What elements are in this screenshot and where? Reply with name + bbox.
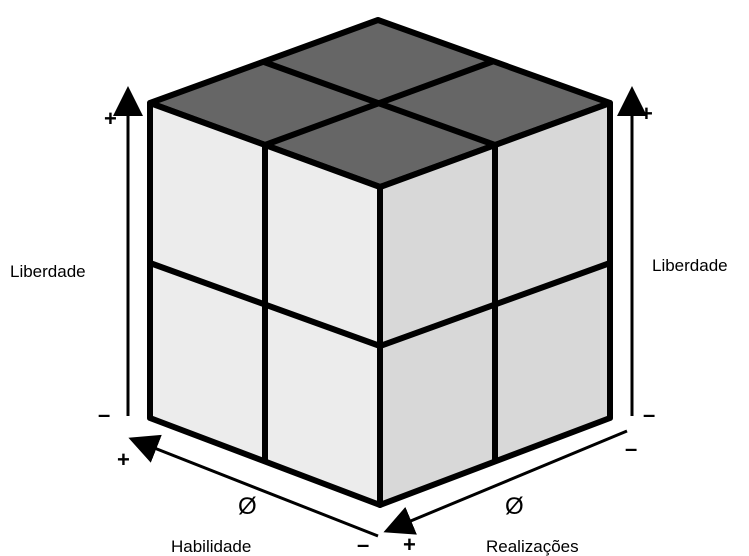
right-minus-bottom: –: [643, 402, 655, 427]
bottom-right-axis-label: Realizações: [486, 537, 579, 556]
bottom-left-empty-set: Ø: [238, 493, 257, 520]
left-minus-bottom: –: [98, 402, 110, 427]
bottom-right-minus: –: [625, 436, 637, 461]
bottom-left-minus: –: [357, 532, 369, 556]
bottom-left-plus: +: [117, 447, 130, 472]
right-plus-top: +: [640, 101, 653, 126]
cube: [150, 20, 610, 505]
left-axis-label: Liberdade: [10, 262, 86, 281]
bottom-right-empty-set: Ø: [505, 493, 524, 520]
bottom-right-plus: +: [403, 532, 416, 556]
bottom-left-axis-label: Habilidade: [171, 537, 251, 556]
right-axis-label: Liberdade: [652, 256, 728, 275]
left-plus-top: +: [104, 106, 117, 131]
